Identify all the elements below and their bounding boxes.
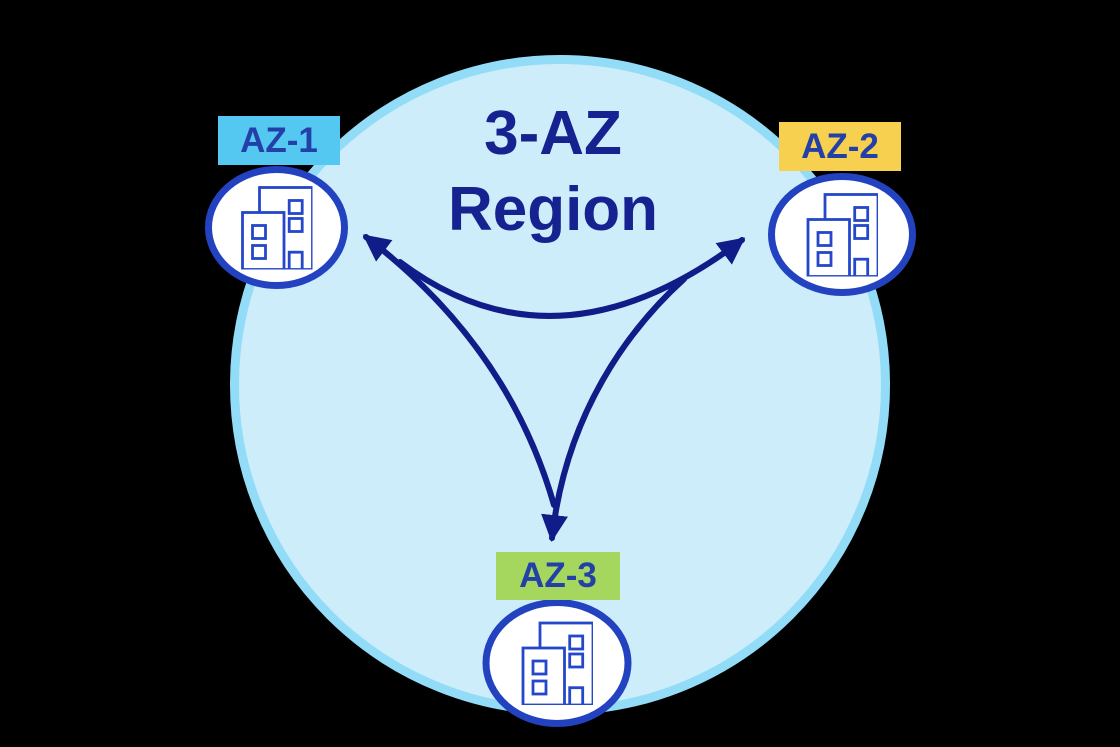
region-title-line1: 3-AZ (484, 99, 622, 168)
zone-node-az2 (768, 173, 916, 296)
zone-node-az1 (205, 166, 348, 289)
arrow-az2-to-az3 (541, 276, 687, 543)
zone-badge-az1: AZ-1 (218, 116, 340, 165)
replication-arrows (362, 234, 746, 543)
zone-badge-label: AZ-1 (240, 120, 318, 160)
region-title-line2: Region (447, 175, 659, 244)
arrow-az1-to-az2 (397, 237, 746, 319)
zone-badge-az2: AZ-2 (779, 122, 901, 171)
region-title: 3-AZ Region (353, 96, 753, 248)
zone-badge-label: AZ-2 (801, 126, 879, 166)
zone-badge-label: AZ-3 (519, 556, 597, 595)
zone-badge-az3: AZ-3 (496, 552, 620, 600)
zone-node-az3 (482, 599, 632, 727)
